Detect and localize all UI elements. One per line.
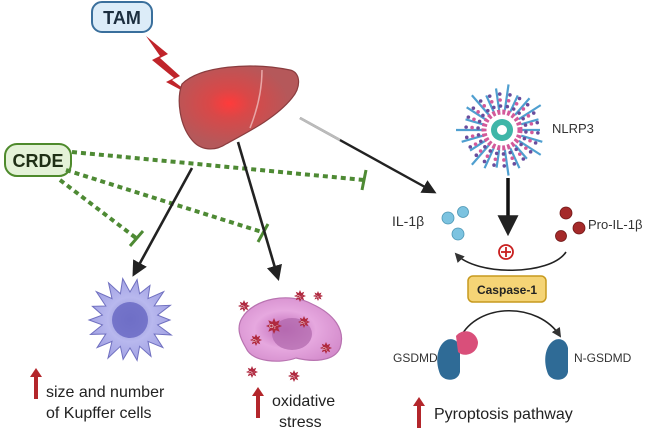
caspase-label: Caspase-1 — [477, 283, 537, 297]
nlrp3-icon — [456, 84, 543, 176]
crde-inhibits-oxidative — [65, 168, 263, 234]
arrow-to-kupffer — [132, 167, 194, 277]
caspase-node: Caspase-1 — [467, 275, 547, 303]
pro-il1b-molecules-icon — [555, 206, 586, 242]
ros-star-icon — [288, 370, 300, 382]
ros-label: O₂⁻ — [248, 370, 255, 375]
oxidative-label-line2: stress — [279, 414, 322, 431]
lightning-icon — [146, 36, 196, 98]
conversion-arrow — [454, 251, 567, 272]
pyroptosis-up-arrow-icon — [413, 397, 425, 428]
plus-icon — [498, 244, 514, 260]
ros-label: O₂⁻ — [322, 346, 329, 351]
tam-label: TAM — [103, 8, 141, 28]
crde-inhibits-kupffer — [58, 178, 138, 240]
arrow-to-oxidative — [236, 141, 282, 281]
il1b-molecules-icon — [441, 206, 469, 241]
inhibition-lines — [58, 150, 365, 240]
nlrp3-label: NLRP3 — [552, 121, 594, 136]
ros-label: O₂⁻ — [290, 374, 297, 379]
liver-icon — [178, 65, 300, 150]
cleavage-arrow — [459, 309, 562, 339]
kupffer-label-line1: size and number — [46, 384, 165, 401]
crde-inhibits-il1b — [71, 150, 365, 182]
ros-star-icon — [250, 334, 262, 346]
n-gsdmd-label: N-GSDMD — [574, 351, 632, 365]
kupffer-label-line2: of Kupffer cells — [46, 405, 152, 422]
oxidative-label-line1: oxidative — [272, 393, 335, 410]
ros-label: O₂⁻ — [269, 324, 279, 330]
kupffer-cell-icon — [87, 277, 173, 362]
ros-label: O₂⁻ — [252, 338, 259, 343]
ros-stars: O₂⁻ O₂⁻ O₂⁻ O₂⁻ O₂⁻ O₂⁻ O₂⁻ O₂⁻ O₂⁻ — [238, 290, 332, 382]
ros-star-icon — [238, 300, 250, 312]
ros-star-icon — [266, 318, 282, 334]
inhibition-bars — [128, 169, 368, 247]
pro-il1b-label: Pro-IL-1β — [588, 217, 642, 232]
ros-star-icon — [313, 291, 323, 301]
tam-node: TAM — [91, 1, 153, 33]
ros-label: O₂⁻ — [296, 294, 303, 299]
il1b-label: IL-1β — [392, 213, 424, 229]
oxidative-up-arrow-icon — [252, 387, 264, 418]
gsdmd-icon — [437, 331, 478, 380]
ros-star-icon — [246, 366, 258, 378]
n-gsdmd-icon — [545, 339, 568, 380]
kupffer-up-arrow-icon — [30, 368, 42, 399]
ros-star-icon — [294, 290, 306, 302]
ros-label: O₂⁻ — [300, 320, 307, 325]
pyroptosis-label: Pyroptosis pathway — [434, 406, 573, 423]
liver-arrows — [132, 141, 282, 281]
crde-label: CRDE — [12, 151, 63, 171]
gsdmd-label: GSDMD — [393, 351, 438, 365]
ros-label: O₂⁻ — [315, 294, 322, 299]
crde-node: CRDE — [4, 143, 72, 177]
ros-label: O₂⁻ — [240, 304, 247, 309]
ros-star-icon — [298, 316, 310, 328]
ros-star-icon — [320, 342, 332, 354]
